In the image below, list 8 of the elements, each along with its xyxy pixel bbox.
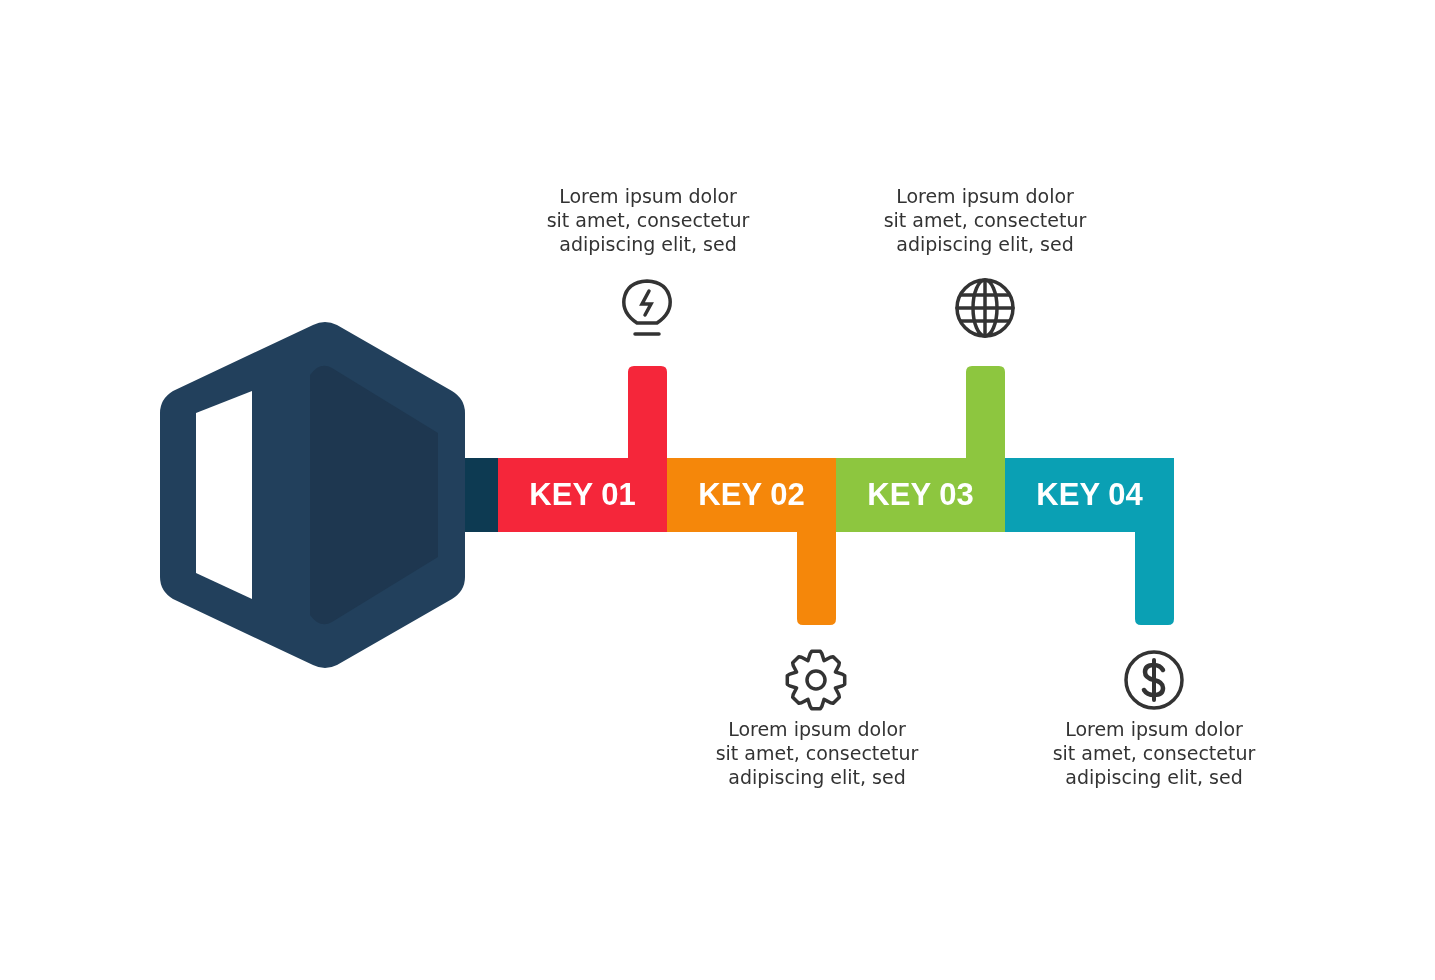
- segment-label: KEY 03: [867, 477, 974, 513]
- segment-label: KEY 04: [1036, 477, 1143, 513]
- segment-label: KEY 01: [529, 477, 636, 513]
- description-text: Lorem ipsum dolor sit amet, consectetur adipiscing elit, sed: [714, 717, 920, 789]
- segment-label: KEY 02: [698, 477, 805, 513]
- description-text: Lorem ipsum dolor sit amet, consectetur adipiscing elit, sed: [545, 184, 751, 256]
- description-text: Lorem ipsum dolor sit amet, consectetur adipiscing elit, sed: [1051, 717, 1257, 789]
- description-text: Lorem ipsum dolor sit amet, consectetur adipiscing elit, sed: [882, 184, 1088, 256]
